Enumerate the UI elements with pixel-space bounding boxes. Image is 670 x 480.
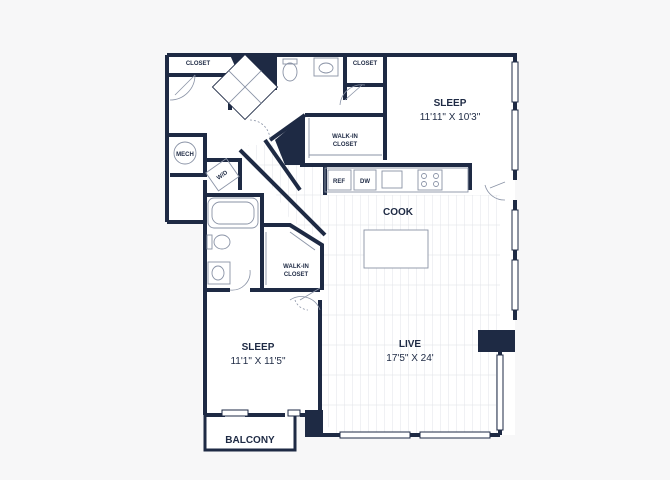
dw-label: DW <box>360 179 370 185</box>
fixtures <box>173 53 469 285</box>
walkin2-line1: WALK-IN <box>283 264 309 270</box>
walkin1-line2: CLOSET <box>333 142 358 148</box>
closet2-name: CLOSET <box>353 61 378 67</box>
sleep1-dims: 11'11" X 10'3" <box>420 112 481 123</box>
mech-name: MECH <box>176 152 194 158</box>
live-name: LIVE <box>399 339 422 350</box>
cook-name: COOK <box>383 207 414 218</box>
door-swings <box>169 74 506 311</box>
balcony-floor <box>205 412 295 450</box>
live-dims: 17'5" X 24' <box>386 353 433 364</box>
windows <box>221 61 519 439</box>
wd-name: W/D <box>216 170 230 182</box>
walkin1-line1: WALK-IN <box>332 134 358 140</box>
sleep2-name: SLEEP <box>242 342 275 353</box>
sleep1-name: SLEEP <box>434 98 467 109</box>
balcony-name: BALCONY <box>225 435 275 446</box>
walkin2-line2: CLOSET <box>284 272 309 278</box>
sleep2-dims: 11'1" X 11'5" <box>230 356 285 367</box>
closet1-name: CLOSET <box>186 61 211 67</box>
ref-label: REF <box>333 179 345 185</box>
